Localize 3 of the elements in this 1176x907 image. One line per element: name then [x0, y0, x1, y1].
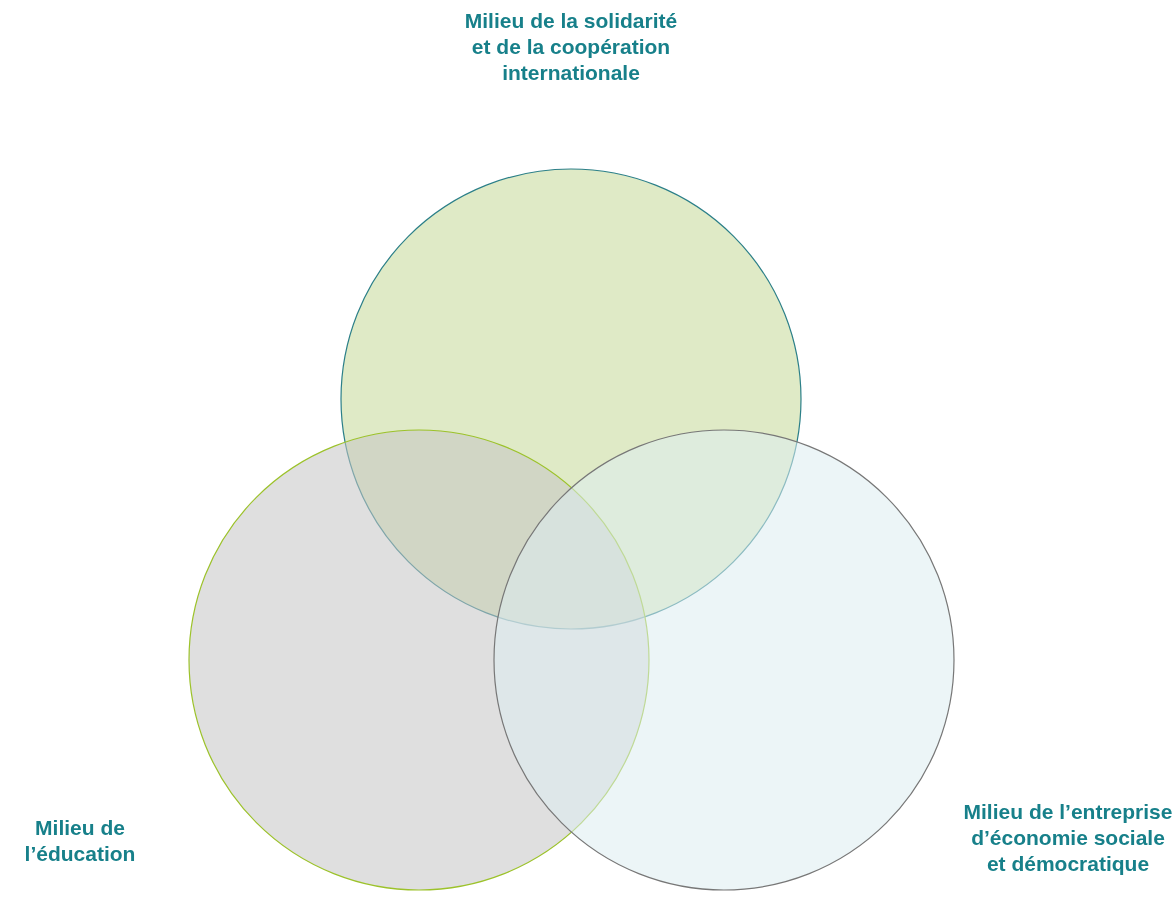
circle-label: Milieu de l’éducation — [23, 815, 137, 867]
circle-label: Milieu de la solidarité et de la coopération internationale — [463, 8, 679, 86]
circle-label: Milieu de l’entreprise d’économie sociale et démocratique — [962, 799, 1174, 877]
